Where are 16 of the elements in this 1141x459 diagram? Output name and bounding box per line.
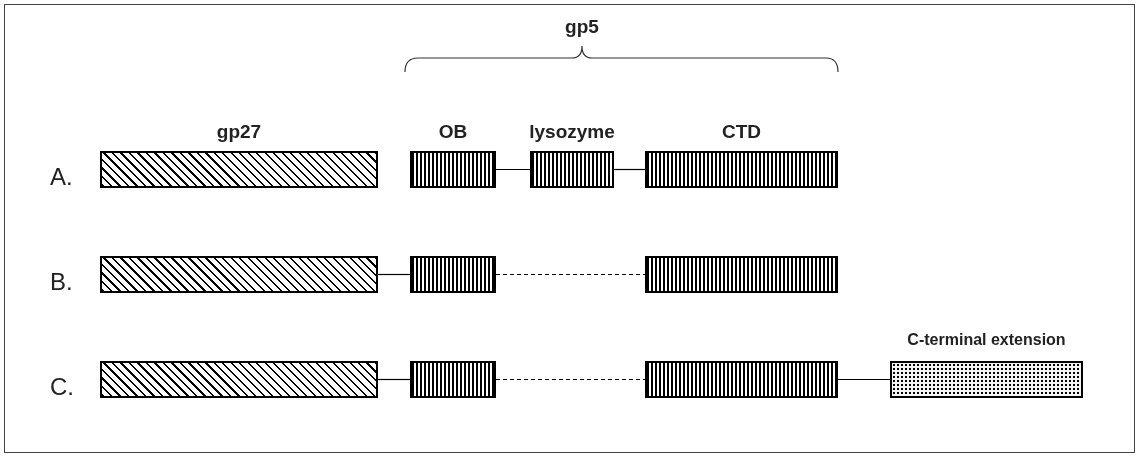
linker-line [377, 378, 411, 381]
linker-line [377, 273, 411, 276]
row-label: C. [50, 373, 74, 401]
linker-line [613, 168, 646, 171]
linker-line [495, 168, 531, 171]
domain-label: lysozyme [529, 121, 615, 143]
row-label: A. [50, 163, 73, 191]
dashed-linker-line [495, 378, 646, 381]
domain-label: gp27 [216, 121, 262, 143]
linker-line [837, 378, 891, 381]
group-label: gp5 [565, 16, 599, 38]
row-label: B. [50, 268, 73, 296]
domain-label: OB [438, 121, 468, 143]
domain-label: C-terminal extension [907, 331, 1066, 349]
domain-label: CTD [721, 121, 762, 143]
dashed-linker-line [495, 273, 646, 276]
